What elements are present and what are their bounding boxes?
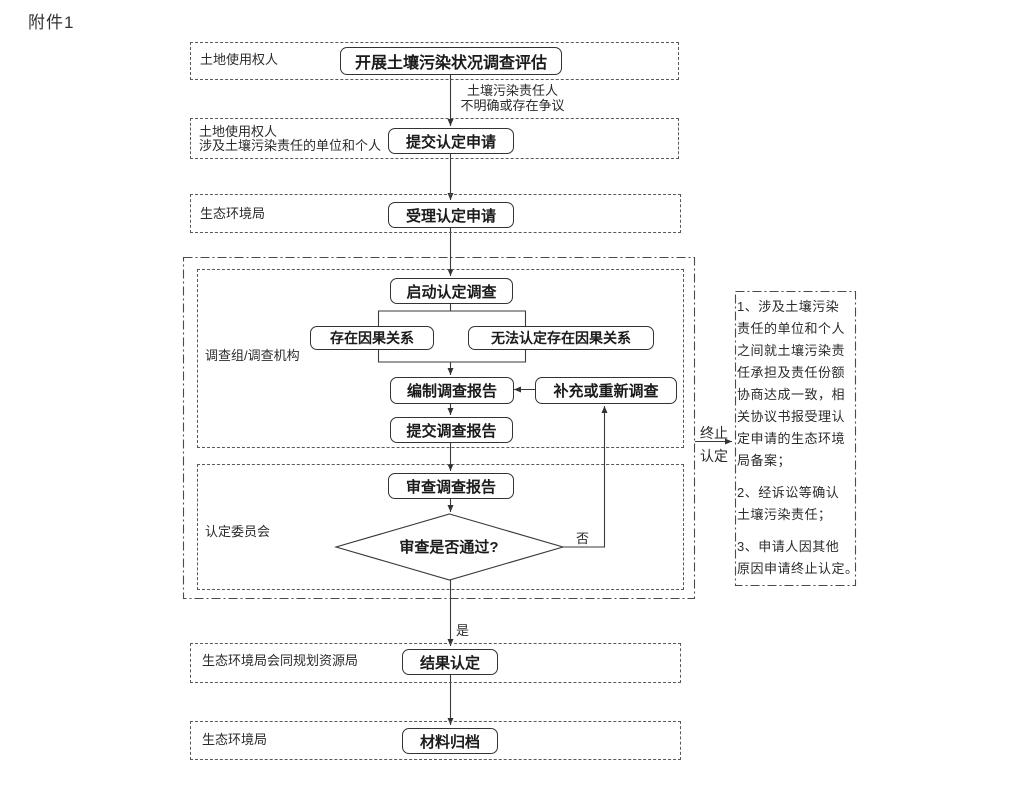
note-line: 任承担及责任份额 xyxy=(737,365,846,380)
note-line: 2、经诉讼等确认 xyxy=(737,485,840,500)
lane-archive xyxy=(190,721,681,760)
decision-diamond-shape xyxy=(334,513,565,581)
note-line: 土壤污染责任； xyxy=(737,507,832,522)
terminate-label-line2: 认定 xyxy=(700,448,728,464)
lane-eco-bureau-accept xyxy=(190,194,681,233)
lane-land-user xyxy=(190,42,679,80)
lane1-actor-label: 土地使用权人 xyxy=(200,52,279,67)
investigation-committee-group-box xyxy=(182,256,696,600)
yes-label: 是 xyxy=(456,623,470,638)
step-archive-materials: 材料归档 xyxy=(402,728,498,754)
lane-investigation-group xyxy=(197,269,684,448)
terminate-note-item-2: 2、经诉讼等确认 土壤污染责任； xyxy=(737,482,851,526)
note-line: 协商达成一致，相 xyxy=(737,387,846,402)
step-supplement-investigation: 补充或重新调查 xyxy=(535,377,677,404)
branch-causal-relation: 存在因果关系 xyxy=(310,326,434,350)
attachment-label: 附件1 xyxy=(28,13,75,32)
terminate-label-line1: 终止 xyxy=(700,425,728,441)
note-line: 定申请的生态环境 xyxy=(737,431,846,446)
terminate-note-item-1: 1、涉及土壤污染 责任的单位和个人 之间就土壤污染责 任承担及责任份额 协商达成… xyxy=(737,296,851,472)
note-line: 3、申请人因其他 xyxy=(737,539,840,554)
step-review-report: 审查调查报告 xyxy=(388,473,514,499)
lane-applicants xyxy=(190,118,679,159)
edge-branch-merge xyxy=(377,348,527,363)
terminate-note-item-3: 3、申请人因其他 原因申请终止认定。 xyxy=(737,536,859,580)
lane2-actor-line2: 涉及土壤污染责任的单位和个人 xyxy=(199,138,382,153)
terminate-note-box xyxy=(734,290,857,587)
step-submit-report: 提交调查报告 xyxy=(390,417,513,443)
decision-diamond-label: 审查是否通过? xyxy=(399,539,499,556)
lane5-actor-label: 生态环境局 xyxy=(202,732,268,747)
lane4-actor-label: 生态环境局会同规划资源局 xyxy=(202,653,359,668)
committee-actor-label: 认定委员会 xyxy=(205,524,271,539)
step-result-determination: 结果认定 xyxy=(402,649,498,675)
branch-no-causal-relation: 无法认定存在因果关系 xyxy=(468,326,654,350)
lane-result xyxy=(190,643,681,683)
lane2-actor-line1: 土地使用权人 xyxy=(199,124,278,139)
no-label: 否 xyxy=(576,531,590,546)
trigger-condition-line1: 土壤污染责任人 xyxy=(466,83,558,98)
note-line: 1、涉及土壤污染 xyxy=(737,299,840,314)
note-line: 责任的单位和个人 xyxy=(737,321,846,336)
step-start-investigation: 启动认定调查 xyxy=(390,278,513,304)
lane-committee xyxy=(197,464,684,590)
step-compile-report: 编制调查报告 xyxy=(390,377,514,404)
note-line: 局备案； xyxy=(737,453,792,468)
step-accept-application: 受理认定申请 xyxy=(388,202,514,228)
note-line: 原因申请终止认定。 xyxy=(737,561,859,576)
step-survey-assessment: 开展土壤污染状况调查评估 xyxy=(340,47,562,75)
trigger-condition-line2: 不明确或存在争议 xyxy=(460,97,565,113)
step-submit-application: 提交认定申请 xyxy=(388,128,514,154)
trigger-condition-label: 土壤污染责任人 不明确或存在争议 xyxy=(455,83,570,113)
lane2-actor-label: 土地使用权人 涉及土壤污染责任的单位和个人 xyxy=(199,125,381,153)
note-line: 之间就土壤污染责 xyxy=(737,343,846,358)
terminate-note-text: 1、涉及土壤污染 责任的单位和个人 之间就土壤污染责 任承担及责任份额 协商达成… xyxy=(737,296,859,580)
edge-no-to-supplement xyxy=(563,406,608,548)
investigation-actor-label: 调查组/调查机构 xyxy=(205,348,300,363)
note-line: 关协议书报受理认 xyxy=(737,409,846,424)
lane3-actor-label: 生态环境局 xyxy=(200,206,266,221)
